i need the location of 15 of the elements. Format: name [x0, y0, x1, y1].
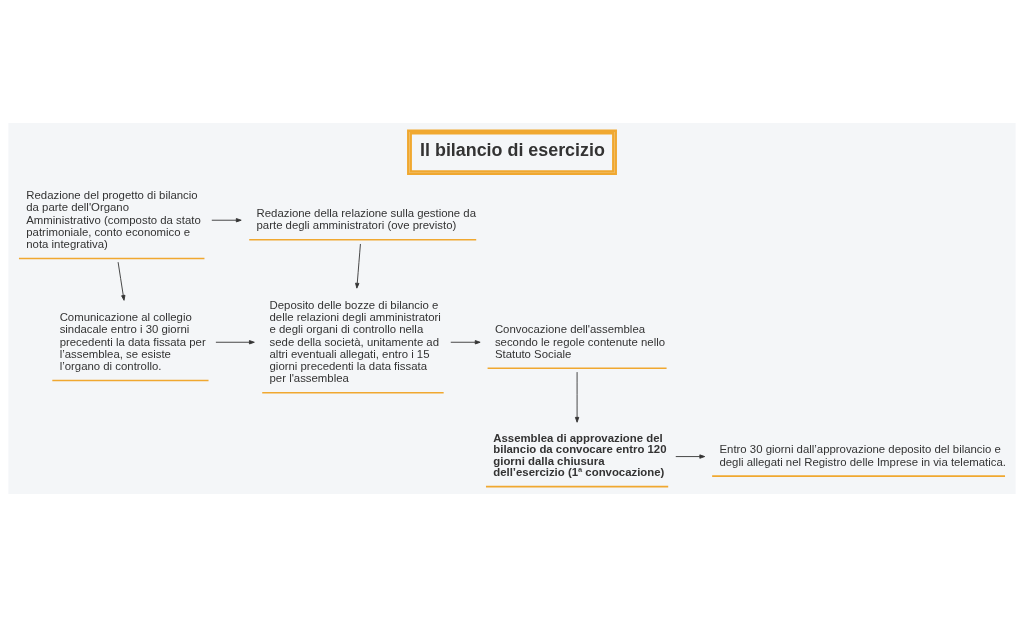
diagram-title: Il bilancio di esercizio [420, 140, 605, 161]
node-text: Redazione del progetto di bilancio da parte dell'Organo Amministrativo (composto da stato patrimoniale, conto economico e nota integrativa) [26, 189, 201, 251]
arrow [450, 340, 481, 345]
arrow [574, 371, 580, 423]
arrow [355, 243, 361, 289]
arrow [117, 261, 126, 301]
node-text: Redazione della relazione sulla gestione da parte degli amministratori (ove previsto) [256, 207, 476, 232]
arrow [215, 340, 255, 345]
node-text: Entro 30 giorni dall’approvazione deposito del bilancio e degli allegati nel Registro delle Imprese in via telematica. [719, 443, 1006, 468]
arrow [211, 218, 242, 223]
node-text: Convocazione dell'assemblea secondo le regole contenute nello Statuto Sociale [494, 323, 666, 360]
node-text: Assemblea di approvazione del bilancio da convocare entro 120 giorni dalla chiusura dell’esercizio (1ª convocazione) [493, 432, 667, 479]
node-text: Comunicazione al collegio sindacale entro i 30 giorni precedenti la data fissata per l’assemblea, se esiste l’organo di controllo. [59, 311, 206, 373]
node-text: Deposito delle bozze di bilancio e delle relazioni degli amministratori e degli organi di controllo nella sede della società, unitamente ad altri eventuali allegati, entro i 15 giorni precedenti la data fissata per l'assemblea [269, 299, 441, 385]
arrow [675, 454, 706, 459]
